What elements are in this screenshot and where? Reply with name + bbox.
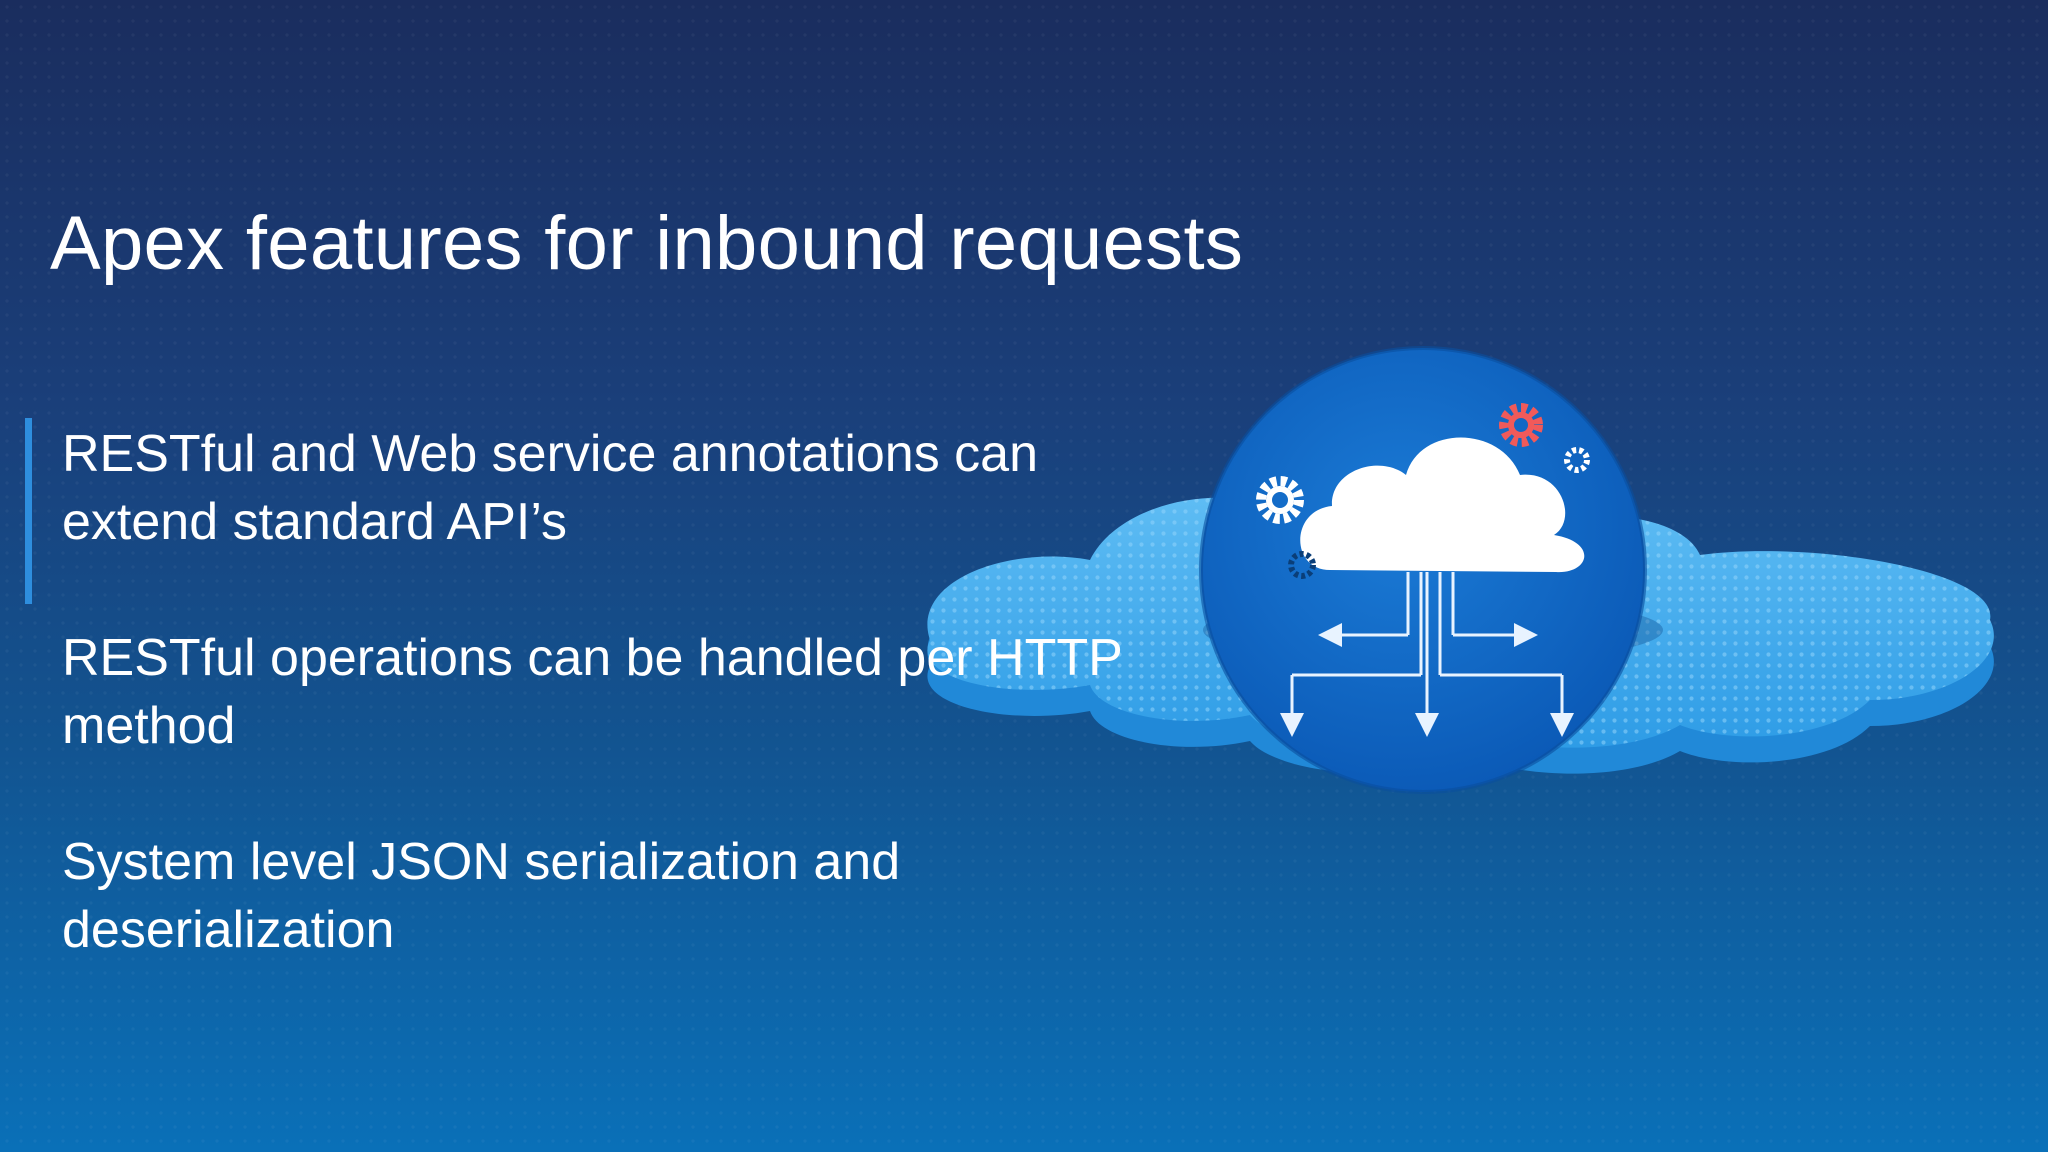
- bullet-item: RESTful operations can be handled per HT…: [62, 629, 1122, 755]
- bullet-item: RESTful and Web service annotations can …: [62, 425, 1039, 551]
- bullet-item: System level JSON serialization and dese…: [62, 833, 901, 959]
- arrow-icon: [1280, 572, 1574, 737]
- gear-icon: [1256, 403, 1590, 579]
- cloud-computing-illustration: [927, 346, 1994, 794]
- cloud-icon: [1300, 437, 1585, 573]
- bullet-list: RESTful and Web service annotations can …: [62, 420, 1142, 1032]
- slide-title: Apex features for inbound requests: [50, 201, 1244, 286]
- accent-bar: [25, 418, 32, 604]
